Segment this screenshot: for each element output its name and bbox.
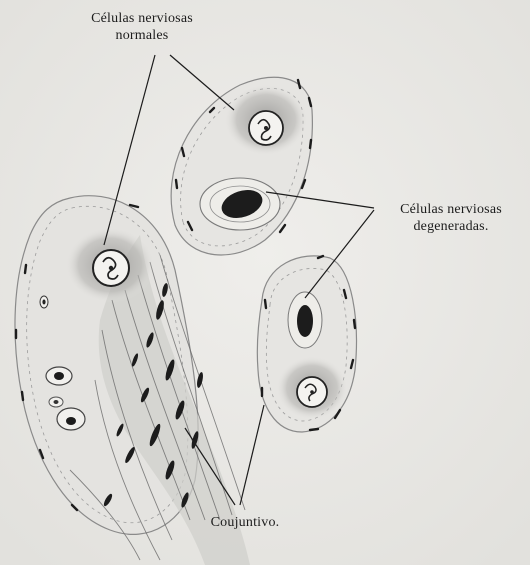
label-degenerated-nerve-cells: Células nerviosas degeneradas. xyxy=(376,201,526,235)
normal-nerve-cell-upper xyxy=(224,84,308,156)
label-normal-line-2: normales xyxy=(52,27,232,44)
label-connective-tissue: Coujuntivo. xyxy=(180,514,310,531)
degenerated-nerve-cell-lower xyxy=(288,292,322,348)
label-degen-line-2: degeneradas. xyxy=(376,218,526,235)
label-normal-line-1: Células nerviosas xyxy=(52,10,232,27)
degenerated-nerve-cell-upper xyxy=(200,178,280,230)
label-normal-nerve-cells: Células nerviosas normales xyxy=(52,10,232,44)
label-degen-line-1: Células nerviosas xyxy=(376,201,526,218)
normal-nerve-cell-left xyxy=(65,227,155,303)
normal-nerve-cell-lower xyxy=(276,356,348,420)
